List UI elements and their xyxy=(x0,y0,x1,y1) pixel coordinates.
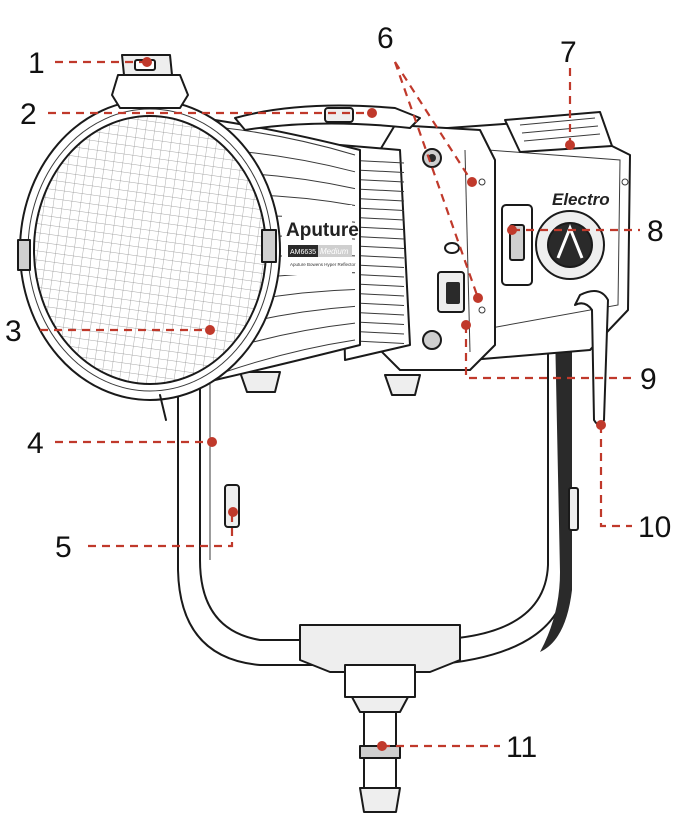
callout-dot-5 xyxy=(228,507,238,517)
callout-number-4: 4 xyxy=(27,427,44,460)
callout-dot-1 xyxy=(142,57,152,67)
series-label: Medium xyxy=(320,247,349,256)
top-handle xyxy=(234,104,421,131)
brand-logo: Aputure xyxy=(286,220,359,241)
callout-number-9: 9 xyxy=(640,363,657,396)
callout-dot-7 xyxy=(565,140,575,150)
callout-dot-2 xyxy=(367,108,377,118)
reflector-rib-line xyxy=(224,127,356,156)
yoke-bracket xyxy=(177,329,579,666)
callout-number-7: 7 xyxy=(560,36,577,69)
callout-number-8: 8 xyxy=(647,215,664,248)
callout-dot-6a xyxy=(467,177,477,187)
callout-number-2: 2 xyxy=(20,98,37,131)
base-plate xyxy=(299,624,461,713)
callout-number-6: 6 xyxy=(377,22,394,55)
callout-dot-3 xyxy=(205,325,215,335)
model-label: AM6635 xyxy=(290,249,316,256)
callout-dot-4 xyxy=(207,437,217,447)
reflector-label: Aputure Bowens Hyper Reflector xyxy=(290,262,356,267)
top-latch xyxy=(111,54,189,109)
callout-number-3: 3 xyxy=(5,315,22,348)
reflector-rib-line xyxy=(224,339,356,373)
callout-dot-11 xyxy=(377,741,387,751)
front-lens xyxy=(17,99,281,421)
callout-dot-6b xyxy=(473,293,483,303)
callout-number-1: 1 xyxy=(28,47,45,80)
callout-number-11: 11 xyxy=(506,731,537,764)
callout-dot-9 xyxy=(461,320,471,330)
callout-number-5: 5 xyxy=(55,531,72,564)
callout-layer: 1 2 3 4 5 6 7 8 9 1 xyxy=(5,22,671,764)
callout-number-10: 10 xyxy=(638,511,671,544)
callout-dot-10 xyxy=(596,420,606,430)
callout-dot-8 xyxy=(507,225,517,235)
spigot xyxy=(359,711,401,813)
product-label: Electro xyxy=(552,190,610,209)
